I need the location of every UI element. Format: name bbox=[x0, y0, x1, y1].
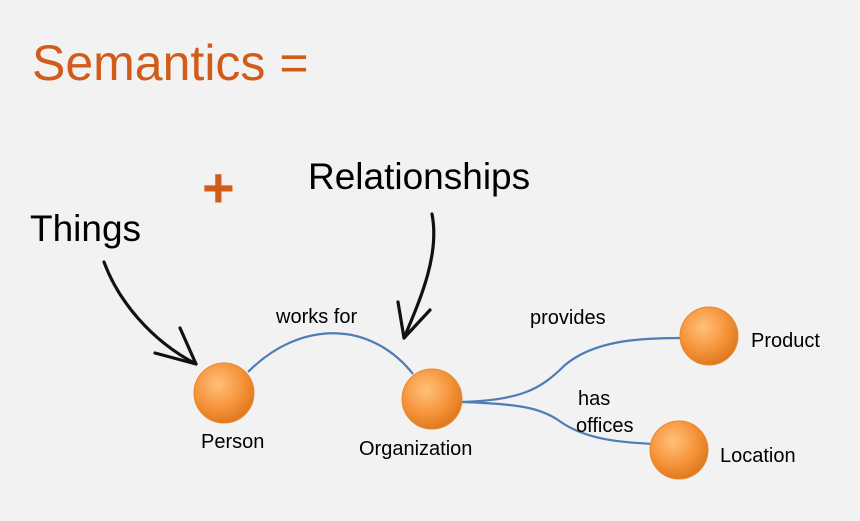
node-label-location: Location bbox=[720, 445, 796, 467]
edge-label-works-for: works for bbox=[275, 306, 357, 328]
edge-label-offices: offices bbox=[576, 415, 633, 437]
edge-label-provides: provides bbox=[530, 307, 606, 329]
node-label-person: Person bbox=[201, 431, 264, 453]
edge-has-offices bbox=[461, 400, 654, 446]
things-arrow bbox=[102, 260, 198, 366]
relationships-label: Relationships bbox=[308, 156, 531, 197]
node-product bbox=[679, 306, 739, 366]
relationships-arrow bbox=[396, 212, 436, 340]
edge-provides bbox=[461, 336, 684, 404]
node-label-product: Product bbox=[751, 330, 820, 352]
node-organization bbox=[401, 368, 463, 430]
plus-sign: + bbox=[202, 156, 235, 219]
edge-works-for bbox=[247, 332, 414, 375]
node-location bbox=[649, 420, 709, 480]
node-person bbox=[193, 362, 255, 424]
edge-label-has: has bbox=[578, 388, 610, 410]
slide-title: Semantics = bbox=[32, 35, 309, 91]
things-label: Things bbox=[30, 208, 142, 249]
node-label-organization: Organization bbox=[359, 438, 472, 460]
